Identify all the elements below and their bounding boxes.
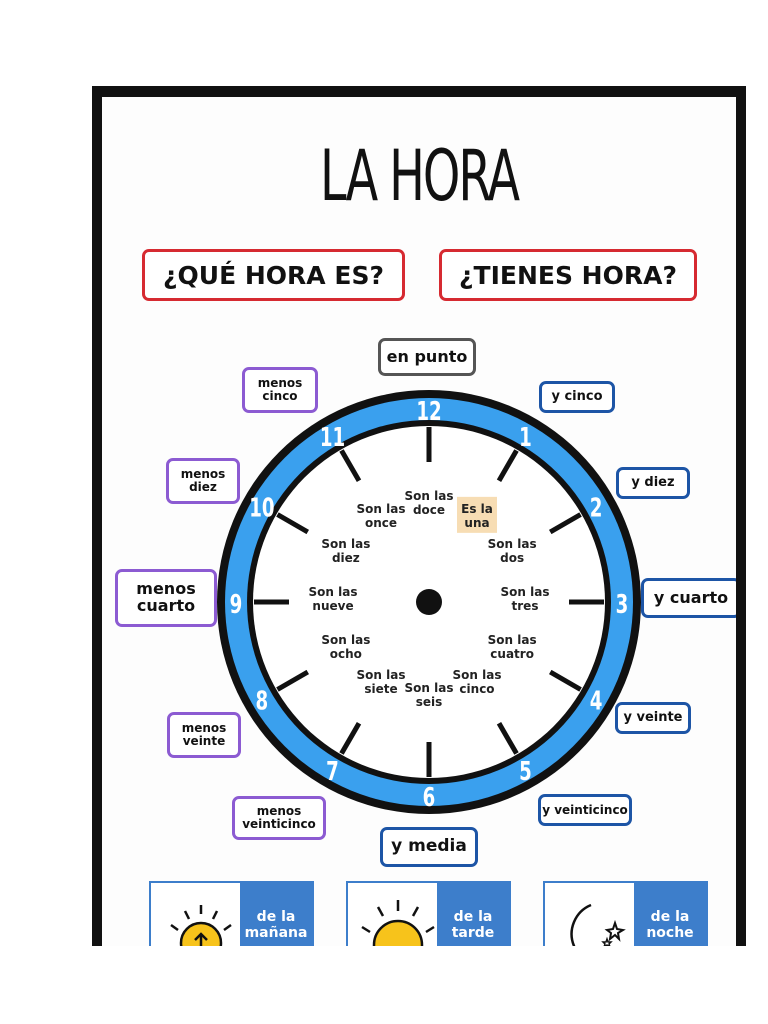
hour-label: Son las <box>357 502 406 516</box>
clock-number: 5 <box>519 757 532 787</box>
clock-number: 2 <box>590 493 603 523</box>
sun-icon <box>361 900 435 946</box>
clock-tick <box>548 669 582 692</box>
clock-tick <box>276 512 310 535</box>
clock-tick <box>339 721 362 755</box>
tag-y-cuarto: y cuarto <box>641 578 736 618</box>
hour-label: Son las <box>488 537 537 551</box>
highlight-box <box>457 496 497 533</box>
period-morning-card: de la mañana <box>149 881 314 946</box>
tag-y-diez: y diez <box>616 467 690 499</box>
moon-icon <box>570 903 626 946</box>
hour-label: Son las <box>453 668 502 682</box>
clock-number: 8 <box>256 686 269 716</box>
hour-label: Son las <box>501 585 550 599</box>
hour-label: una <box>464 516 489 530</box>
tag-menos-cinco: menos cinco <box>242 367 318 413</box>
hour-label: Son las <box>321 633 370 647</box>
period-morning-label: de la mañana <box>240 883 312 946</box>
hour-label: tres <box>512 599 539 613</box>
page-title: LA HORA <box>319 135 520 217</box>
clock-center-dot <box>416 589 442 615</box>
clock-tick <box>496 721 519 755</box>
clock-number: 10 <box>249 493 274 523</box>
question-que-hora-es: ¿QUÉ HORA ES? <box>142 249 405 301</box>
clock-tick <box>339 449 362 483</box>
clock-tick <box>548 512 582 535</box>
hour-label: ocho <box>330 647 362 661</box>
hour-label: Son las <box>488 633 537 647</box>
period-afternoon-card: de la tarde <box>346 881 511 946</box>
hour-label: siete <box>364 682 397 696</box>
hour-label: Son las <box>321 537 370 551</box>
tag-y-cinco: y cinco <box>539 381 615 413</box>
hour-label: Son las <box>357 668 406 682</box>
hour-label: Es la <box>461 502 493 516</box>
hour-label: Son las <box>405 489 454 503</box>
hour-label: cinco <box>459 682 494 696</box>
clock-number: 11 <box>320 423 345 453</box>
clock-tick <box>496 449 519 483</box>
period-afternoon-label: de la tarde <box>437 883 509 946</box>
clock-number: 12 <box>416 397 441 427</box>
clock-number: 9 <box>230 590 243 620</box>
tag-menos-diez: menos diez <box>166 458 240 504</box>
hour-label: diez <box>332 551 360 565</box>
hour-label: cuatro <box>490 647 534 661</box>
question-tienes-hora: ¿TIENES HORA? <box>439 249 697 301</box>
tag-menos-veinticinco: menos veinticinco <box>232 796 326 840</box>
tag-en-punto: en punto <box>378 338 476 376</box>
clock-number: 1 <box>519 423 532 453</box>
clock-number: 3 <box>616 590 629 620</box>
clock-tick <box>276 669 310 692</box>
tag-y-veinte: y veinte <box>615 702 691 734</box>
hour-label: Son las <box>405 681 454 695</box>
hour-label: dos <box>500 551 524 565</box>
tag-y-veinticinco: y veinticinco <box>538 794 632 826</box>
tag-menos-cuarto: menos cuarto <box>115 569 217 627</box>
clock-number: 7 <box>326 757 339 787</box>
hour-label: Son las <box>309 585 358 599</box>
hour-label: once <box>365 516 397 530</box>
hour-label: nueve <box>312 599 353 613</box>
tag-y-media: y media <box>380 827 478 867</box>
period-night-card: de la noche <box>543 881 708 946</box>
period-night-label: de la noche <box>634 883 706 946</box>
clock-number: 6 <box>423 783 436 813</box>
hour-label: doce <box>413 503 445 517</box>
hour-label: seis <box>416 695 443 709</box>
tag-menos-veinte: menos veinte <box>167 712 241 758</box>
clock-number: 4 <box>590 686 603 716</box>
sunrise-icon <box>170 905 232 946</box>
